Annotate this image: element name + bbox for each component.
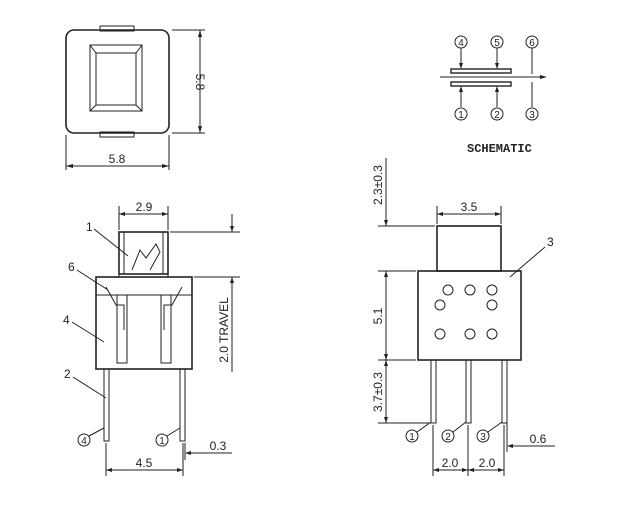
top-view-tab-top: [99, 25, 135, 32]
side-view: 2.9 2.0 TRAVEL 4.5 0.3 1 6 4: [63, 200, 240, 476]
front-view-holes: [434, 284, 498, 340]
front-view: 3.5 2.3±0.3 5.1 3.7±0.3 3 1 2: [371, 158, 555, 476]
front-view-actuator: [436, 225, 502, 272]
schematic-pin-2: 2: [490, 86, 504, 121]
front-view-actuator-label: 3.5: [461, 200, 478, 214]
top-view-inner-frame: [89, 44, 143, 112]
top-view-height-label: 5.8: [193, 74, 207, 91]
side-view-width-label: 2.9: [136, 200, 153, 214]
front-view-body-height-label: 5.1: [371, 307, 385, 324]
schematic: 4 5 6 1 2: [440, 35, 547, 156]
svg-text:6: 6: [68, 260, 75, 274]
side-view-lead-left: [103, 368, 110, 442]
top-view-width-label: 5.8: [109, 152, 126, 166]
front-view-pin-1-marker: 1: [405, 421, 432, 443]
svg-text:2: 2: [445, 432, 451, 443]
schematic-pin-3: 3: [525, 82, 539, 121]
svg-text:4: 4: [81, 436, 87, 447]
top-view: 5.8 5.8: [65, 25, 207, 170]
side-view-travel-label: 2.0 TRAVEL: [217, 297, 231, 363]
front-view-pitch-left-label: 2.0: [442, 456, 459, 470]
side-view-pitch-label: 4.5: [136, 456, 153, 470]
side-view-callout-2: 2: [64, 367, 107, 399]
front-view-pin-width-label: 0.6: [530, 432, 547, 446]
side-view-callout-6: 6: [68, 260, 109, 291]
svg-text:1: 1: [86, 220, 93, 234]
front-view-callout-3: 3: [509, 235, 554, 278]
front-view-body: [417, 270, 522, 361]
svg-text:6: 6: [529, 38, 535, 49]
top-view-tab-bottom: [99, 131, 135, 138]
front-view-pin-2-marker: 2: [441, 421, 467, 443]
front-view-lead-2: [465, 359, 472, 424]
svg-text:4: 4: [63, 313, 70, 327]
front-view-lead-3: [501, 359, 508, 424]
side-view-lead-right: [179, 368, 186, 442]
side-view-callout-1: 1: [86, 220, 129, 257]
schematic-pin-4: 4: [454, 35, 468, 69]
side-view-actuator: [118, 231, 169, 275]
side-view-pin-1-marker: 1: [155, 427, 181, 447]
schematic-title: SCHEMATIC: [467, 142, 532, 156]
top-view-body: [65, 29, 170, 134]
svg-text:1: 1: [159, 436, 165, 447]
svg-text:2: 2: [494, 110, 500, 121]
side-view-pin-4-marker: 4: [77, 427, 105, 447]
svg-text:2: 2: [64, 367, 71, 381]
svg-text:1: 1: [458, 110, 464, 121]
front-view-pitch-right-label: 2.0: [479, 456, 496, 470]
top-view-window: [95, 52, 137, 106]
front-view-pin-3-marker: 3: [476, 421, 503, 443]
front-view-actuator-height-label: 2.3±0.3: [371, 165, 385, 205]
svg-text:4: 4: [458, 38, 464, 49]
schematic-contact-upper: [450, 68, 512, 74]
front-view-lead-length-label: 3.7±0.3: [371, 372, 385, 412]
side-view-body: [95, 276, 193, 370]
svg-text:3: 3: [529, 110, 535, 121]
svg-text:3: 3: [547, 235, 554, 249]
schematic-pin-6: 6: [525, 35, 539, 74]
svg-text:5: 5: [494, 38, 500, 49]
side-view-pin-width-label: 0.3: [210, 439, 227, 453]
svg-text:3: 3: [480, 432, 486, 443]
svg-text:1: 1: [409, 432, 415, 443]
schematic-contact-lower: [450, 81, 512, 87]
schematic-pin-1: 1: [454, 86, 468, 121]
front-view-lead-1: [430, 359, 437, 424]
schematic-pin-5: 5: [490, 35, 504, 69]
side-view-callout-4: 4: [63, 313, 105, 343]
